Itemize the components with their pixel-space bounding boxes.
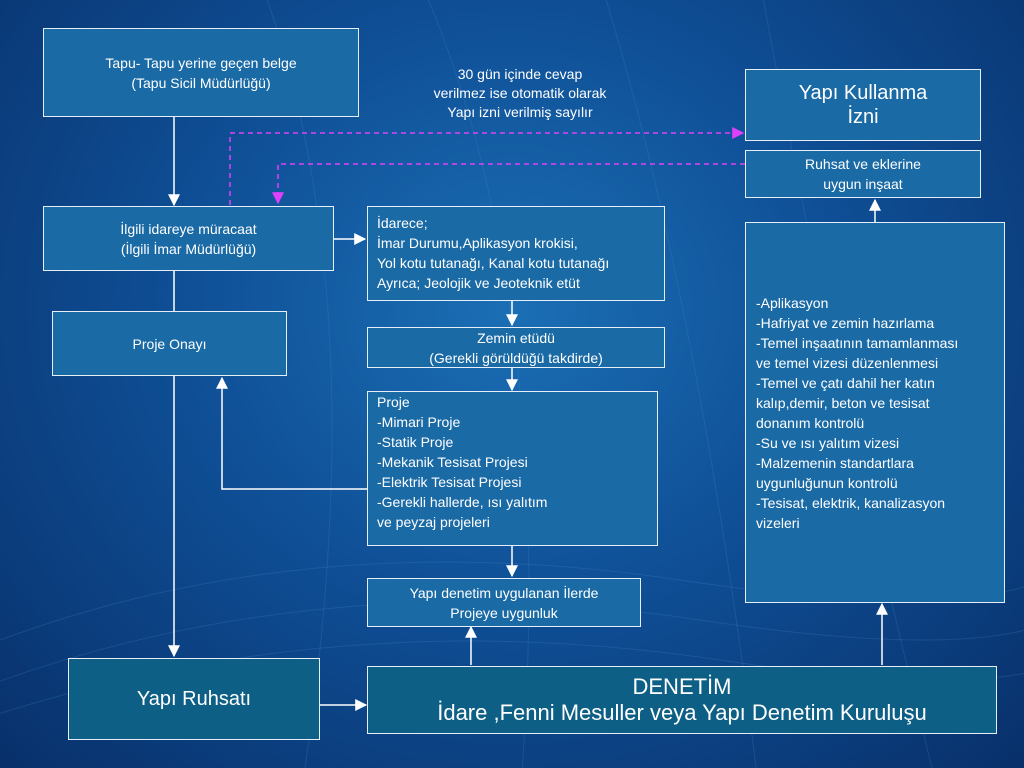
dashed-arrow-to-kullanma-izni (229, 127, 745, 205)
text-line: (Gerekli görüldüğü takdirde) (429, 349, 603, 366)
text-line: Projeye uygunluk (450, 604, 558, 621)
text-line: Yapı Ruhsatı (136, 688, 252, 710)
arrow-proje-to-onay (216, 376, 367, 490)
text-line: -Malzemenin standartlara (756, 454, 914, 471)
text-line: -Elektrik Tesisat Projesi (377, 474, 522, 490)
text-line: -Mekanik Tesisat Projesi (377, 454, 528, 470)
text-line: donanım kontrolü (756, 414, 865, 431)
text-line: (Tapu Sicil Müdürlüğü) (131, 74, 271, 91)
dashed-arrow-to-muracaat (272, 163, 745, 205)
text-line: Ayrıca; Jeolojik ve Jeoteknik etüt (377, 275, 580, 291)
text-line: -Mimari Proje (377, 414, 461, 430)
text-line: -Temel inşaatının tamamlanması (756, 334, 959, 351)
proje-onayi-box: Proje Onayı (52, 311, 287, 376)
text-line: DENETİM (632, 674, 732, 699)
text-line: (İlgili İmar Müdürlüğü) (120, 240, 257, 257)
text-line: -Temel ve çatı dahil her katın (756, 374, 935, 391)
text-line: İdare ,Fenni Mesuller veya Yapı Denetim … (437, 700, 927, 725)
muracaat-box: İlgili idareye müracaat (İlgili İmar Müdü… (43, 206, 334, 271)
text-line: kalıp,demir, beton ve tesisat (756, 394, 930, 411)
text-line: İmar Durumu,Aplikasyon krokisi, (377, 235, 578, 251)
text-line: vizeleri (756, 514, 800, 531)
text-line: İlgili idareye müracaat (120, 220, 257, 237)
otomatik-izin-note: 30 gün içinde cevap verilmez ise otomatik… (400, 65, 640, 122)
text-line: verilmez ise otomatik olarak (433, 85, 607, 101)
text-line: ve temel vizesi düzenlenmesi (756, 354, 939, 371)
zemin-etudu-box: Zemin etüdü (Gerekli görüldüğü takdirde) (367, 327, 665, 368)
text-line: uygunluğunun kontrolü (756, 474, 898, 491)
text-line: ve peyzaj projeleri (377, 514, 490, 530)
ruhsat-ekler-box: Ruhsat ve eklerine uygun inşaat (745, 150, 981, 198)
text-line: Tapu- Tapu yerine geçen belge (105, 54, 297, 71)
text-line: Yapı Kullanma (798, 82, 928, 104)
text-line: -Statik Proje (377, 434, 454, 450)
text-line: Ruhsat ve eklerine (805, 156, 921, 172)
text-line: İzni (847, 106, 879, 128)
text-line: -Hafriyat ve zemin hazırlama (756, 314, 935, 331)
text-line: -Su ve ısı yalıtım vizesi (756, 434, 900, 451)
idarece-box: İdarece; İmar Durumu,Aplikasyon krokisi, Y… (367, 206, 665, 301)
proje-box: Proje -Mimari Proje -Statik Proje -Mekanik … (367, 391, 658, 546)
text-line: Proje Onayı (132, 335, 207, 352)
yapi-ruhsati-box: Yapı Ruhsatı (68, 658, 320, 740)
text-line: Yol kotu tutanağı, Kanal kotu tutanağı (377, 255, 610, 271)
text-line: Yapı izni verilmiş sayılır (447, 104, 593, 120)
text-line: Proje (377, 394, 410, 410)
text-line: -Gerekli hallerde, ısı yalıtım (377, 494, 548, 510)
text-line: Zemin etüdü (477, 329, 555, 346)
text-line: -Aplikasyon (756, 294, 829, 311)
text-line: İdarece; (377, 215, 428, 231)
text-line: 30 gün içinde cevap (457, 66, 583, 82)
text-line: -Tesisat, elektrik, kanalizasyon (756, 494, 946, 511)
text-line: uygun inşaat (823, 176, 903, 192)
text-line: Yapı denetim uygulanan İlerde (409, 584, 599, 601)
tapu-box: Tapu- Tapu yerine geçen belge (Tapu Sicil… (43, 28, 359, 117)
kontroller-box: -Aplikasyon -Hafriyat ve zemin hazırlama -… (745, 222, 1005, 603)
